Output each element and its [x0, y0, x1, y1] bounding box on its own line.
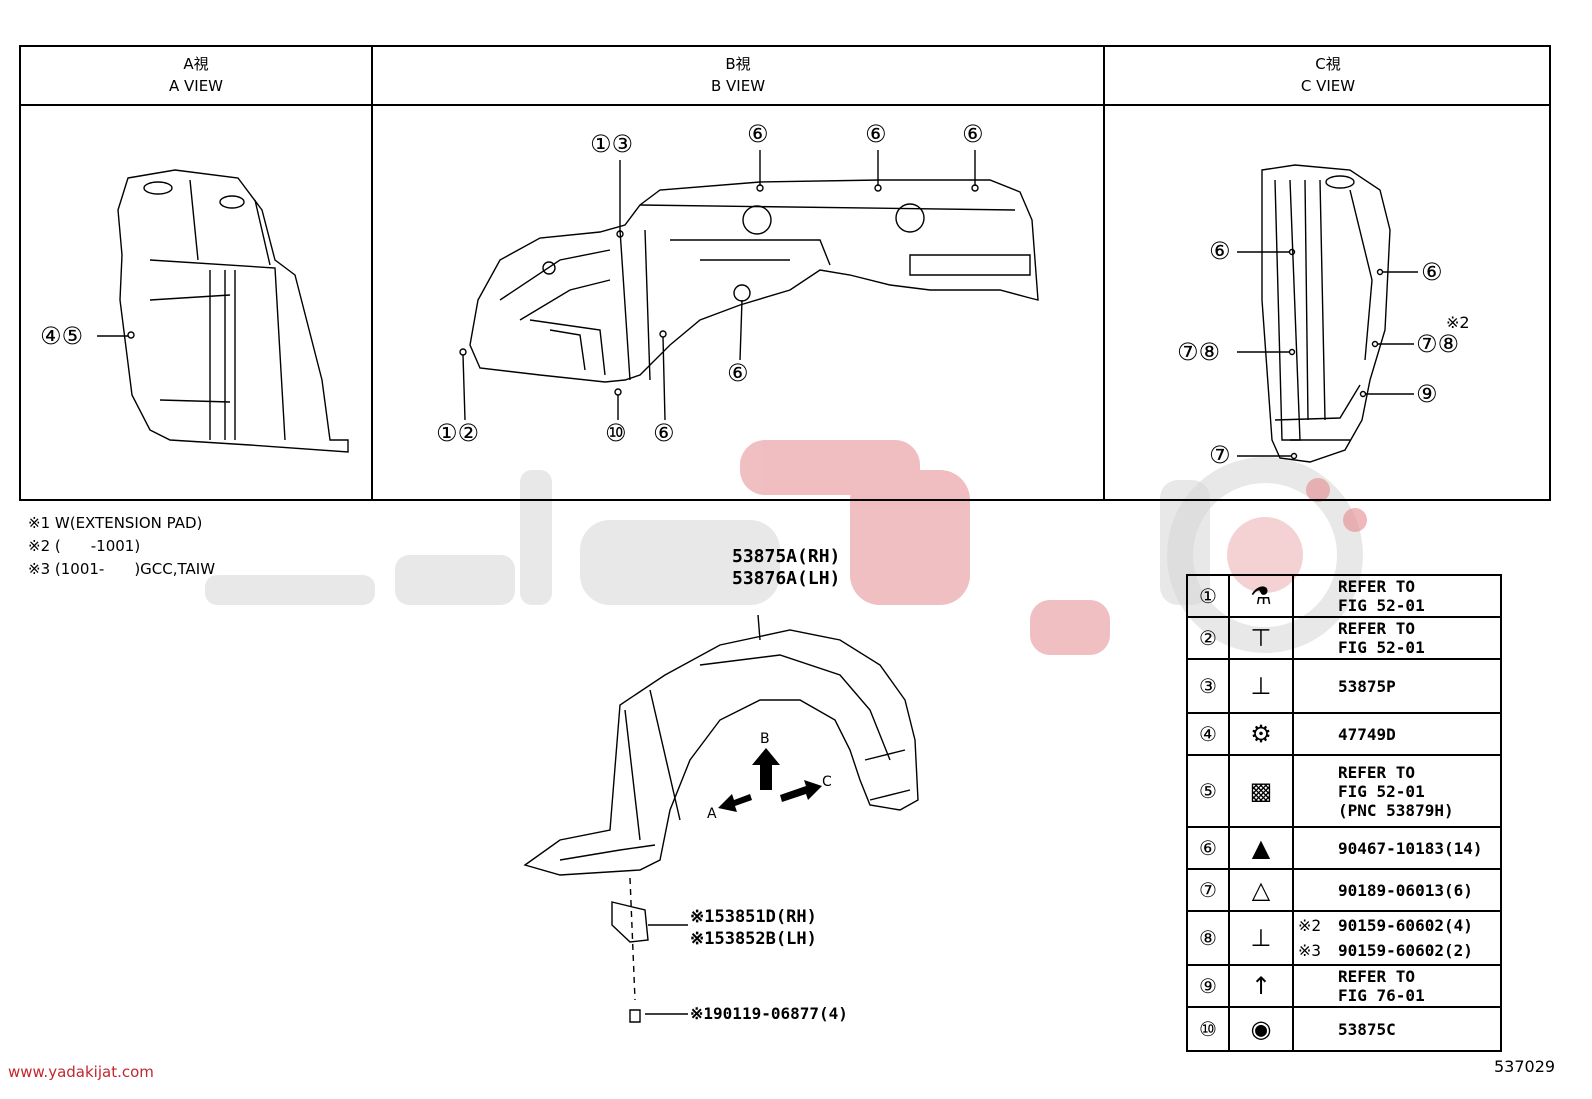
- legend-number: ⑧: [1188, 912, 1230, 964]
- legend-row: ⑩ ◉ 53875C: [1188, 1008, 1500, 1050]
- legend-text: FIG 76-01: [1338, 986, 1425, 1005]
- callout-a-45: ④⑤: [40, 322, 84, 350]
- callout-c-6b: ⑥: [1421, 258, 1443, 286]
- a-view-header: A視 A VIEW: [21, 53, 371, 97]
- part-number-rh: 53875A(RH): [732, 546, 841, 567]
- legend-text: REFER TO: [1338, 577, 1416, 596]
- callout-c-78a: ⑦⑧: [1177, 338, 1221, 366]
- legend-text: (PNC 53879H): [1338, 800, 1454, 820]
- legend-text: REFER TO: [1338, 762, 1416, 782]
- note-3: ※3 (1001- )GCC,TAIW: [28, 560, 216, 578]
- grommet-icon: ◉: [1230, 1008, 1294, 1050]
- legend-text: 90159-60602(2): [1338, 941, 1473, 960]
- callout-c-7: ⑦: [1209, 441, 1231, 469]
- nut-clip-icon: ▩: [1230, 756, 1294, 826]
- legend-number: ①: [1188, 576, 1230, 616]
- figure-number: 537029: [1494, 1057, 1556, 1076]
- legend-text: 90189-06013(6): [1338, 880, 1473, 900]
- callout-b-13: ①③: [590, 130, 634, 158]
- callout-b-10: ⑩: [605, 419, 627, 447]
- bolt-part: ※190119-06877(4): [690, 1004, 848, 1023]
- callout-b-6e: ⑥: [653, 419, 675, 447]
- view-panels: A視 A VIEW B視 B VIEW C視 C VIEW: [19, 45, 1551, 501]
- c-view-title-en: C VIEW: [1300, 77, 1356, 95]
- legend-number: ②: [1188, 618, 1230, 658]
- b-view-drawing: [459, 179, 1039, 396]
- legend-row: ⑦ △ 90189-06013(6): [1188, 870, 1500, 912]
- legend-text: FIG 52-01: [1338, 638, 1425, 657]
- clip-icon: ⚗: [1230, 576, 1294, 616]
- legend-number: ⑥: [1188, 828, 1230, 868]
- website-link[interactable]: www.yadakijat.com: [8, 1063, 154, 1081]
- screw-icon: ⊥: [1230, 912, 1294, 964]
- arrow-label-b: B: [760, 731, 770, 747]
- legend-text: FIG 52-01: [1338, 596, 1425, 615]
- legend-number: ⑤: [1188, 756, 1230, 826]
- legend-text: REFER TO: [1338, 619, 1416, 638]
- c-view-header: C視 C VIEW: [1105, 53, 1551, 97]
- push-clip-icon: ▲: [1230, 828, 1294, 868]
- c-view-title-jp: C視: [1315, 55, 1341, 73]
- legend-text: 53875P: [1338, 676, 1396, 696]
- pad-part-rh: ※153851D(RH): [690, 907, 817, 927]
- extension-pad-drawing: [611, 877, 688, 1023]
- leader-lines: [97, 150, 1418, 457]
- legend-text: 53875C: [1338, 1019, 1396, 1039]
- callout-b-6a: ⑥: [747, 120, 769, 148]
- part-number-lh: 53876A(LH): [732, 568, 841, 589]
- fender-liner-drawing: [523, 614, 919, 876]
- screw-clip-icon: ⊤: [1230, 618, 1294, 658]
- callout-c-9: ⑨: [1416, 380, 1438, 408]
- legend-row: ③ ⊥ 53875P: [1188, 660, 1500, 714]
- a-view-title-jp: A視: [183, 55, 209, 73]
- b-view-title-en: B VIEW: [710, 77, 766, 95]
- legend-mark: ※3: [1298, 941, 1322, 960]
- legend-row: ⑥ ▲ 90467-10183(14): [1188, 828, 1500, 870]
- legend-text: 47749D: [1338, 724, 1396, 744]
- legend-number: ⑩: [1188, 1008, 1230, 1050]
- callout-b-6d: ⑥: [727, 359, 749, 387]
- legend-number: ⑦: [1188, 870, 1230, 910]
- callout-c-x2: ※2: [1446, 313, 1470, 332]
- pad-part-lh: ※153852B(LH): [690, 929, 817, 949]
- arrow-label-a: A: [707, 806, 717, 822]
- nut-icon: △: [1230, 870, 1294, 910]
- legend-row: ④ ⚙ 47749D: [1188, 714, 1500, 756]
- arrow-label-c: C: [822, 774, 832, 790]
- callout-c-6a: ⑥: [1209, 237, 1231, 265]
- callout-b-6b: ⑥: [865, 120, 887, 148]
- bolt-icon: ⊥: [1230, 660, 1294, 712]
- legend-row: ⑧ ⊥ ※2 90159-60602(4) ※3 90159-60602(2): [1188, 912, 1500, 966]
- legend-text: 90467-10183(14): [1338, 838, 1483, 858]
- fir-tree-clip-icon: ↑: [1230, 966, 1294, 1006]
- callout-c-78b: ⑦⑧: [1416, 330, 1460, 358]
- b-view-title-jp: B視: [725, 55, 751, 73]
- a-view-drawing: [117, 169, 349, 453]
- a-view-title-en: A VIEW: [168, 77, 224, 95]
- legend-text: REFER TO: [1338, 967, 1416, 986]
- legend-number: ⑨: [1188, 966, 1230, 1006]
- legend-number: ③: [1188, 660, 1230, 712]
- note-1: ※1 W(EXTENSION PAD): [28, 514, 203, 532]
- callout-b-12: ①②: [436, 419, 480, 447]
- legend-text: FIG 52-01: [1338, 781, 1425, 801]
- legend-number: ④: [1188, 714, 1230, 754]
- legend-text: 90159-60602(4): [1338, 916, 1473, 935]
- retainer-icon: ⚙: [1230, 714, 1294, 754]
- legend-mark: ※2: [1298, 916, 1322, 935]
- c-view-drawing: [1261, 164, 1391, 463]
- b-view-header: B視 B VIEW: [373, 53, 1103, 97]
- callout-b-6c: ⑥: [962, 120, 984, 148]
- note-2: ※2 ( -1001): [28, 537, 141, 555]
- direction-arrows: [718, 748, 822, 812]
